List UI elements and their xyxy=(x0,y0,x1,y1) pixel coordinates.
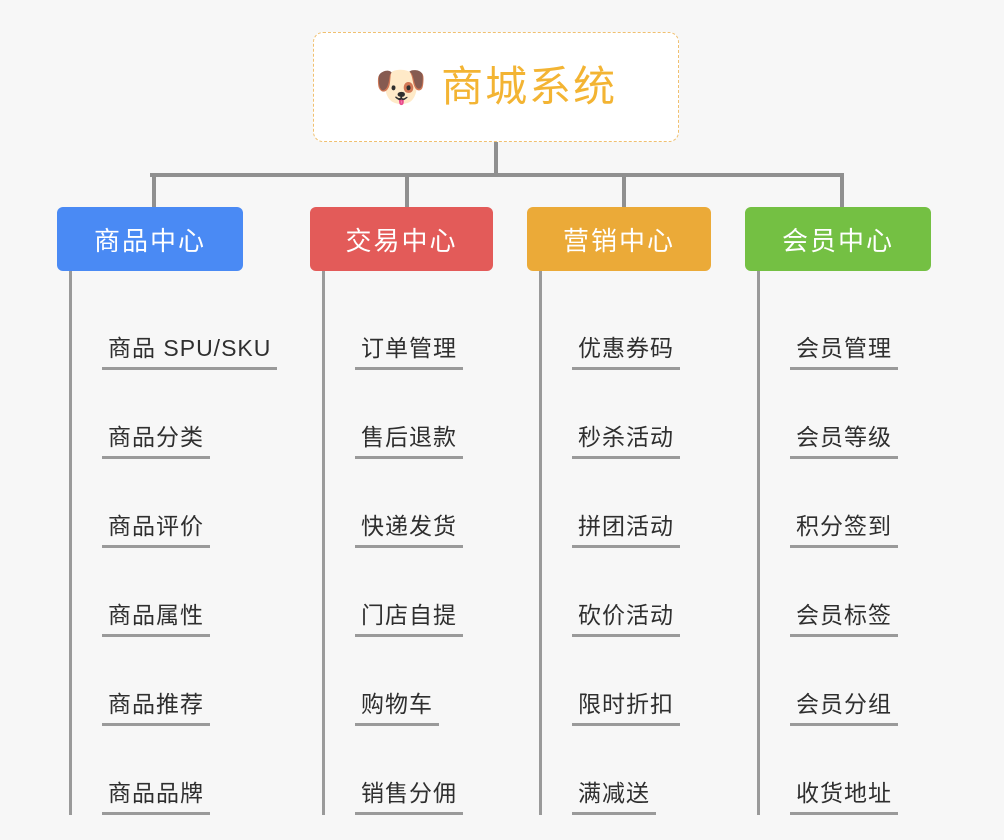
list-item[interactable]: 会员分组 xyxy=(760,637,931,726)
leaf-label: 商品品牌 xyxy=(102,780,210,815)
list-item[interactable]: 积分签到 xyxy=(760,459,931,548)
leaf-label: 商品分类 xyxy=(102,424,210,459)
connector-drop-4 xyxy=(840,173,844,209)
list-item[interactable]: 商品属性 xyxy=(72,548,243,637)
list-item[interactable]: 商品分类 xyxy=(72,370,243,459)
leaf-label: 快递发货 xyxy=(355,513,463,548)
category-header-trade-center[interactable]: 交易中心 xyxy=(310,207,493,271)
root-title: 商城系统 xyxy=(441,63,618,110)
branch-column-marketing-center: 营销中心 优惠券码 秒杀活动 拼团活动 砍价活动 限时折扣 满减送 xyxy=(527,207,711,815)
leaf-label: 销售分佣 xyxy=(355,780,463,815)
list-item[interactable]: 商品评价 xyxy=(72,459,243,548)
leaf-label: 限时折扣 xyxy=(572,691,680,726)
leaf-label: 售后退款 xyxy=(355,424,463,459)
list-item[interactable]: 限时折扣 xyxy=(542,637,711,726)
list-item[interactable]: 商品推荐 xyxy=(72,637,243,726)
leaf-label: 拼团活动 xyxy=(572,513,680,548)
leaf-label: 砍价活动 xyxy=(572,602,680,637)
category-header-marketing-center[interactable]: 营销中心 xyxy=(527,207,711,271)
list-item[interactable]: 砍价活动 xyxy=(542,548,711,637)
category-header-member-center[interactable]: 会员中心 xyxy=(745,207,931,271)
branch-column-product-center: 商品中心 商品 SPU/SKU 商品分类 商品评价 商品属性 商品推荐 商品品牌 xyxy=(57,207,278,815)
list-item[interactable]: 拼团活动 xyxy=(542,459,711,548)
leaf-label: 商品推荐 xyxy=(102,691,210,726)
list-item[interactable]: 快递发货 xyxy=(325,459,493,548)
branch-column-member-center: 会员中心 会员管理 会员等级 积分签到 会员标签 会员分组 收货地址 xyxy=(745,207,931,815)
list-item[interactable]: 会员标签 xyxy=(760,548,931,637)
leaf-list-trade-center: 订单管理 售后退款 快递发货 门店自提 购物车 销售分佣 xyxy=(322,271,493,815)
leaf-label: 收货地址 xyxy=(790,780,898,815)
leaf-label: 会员管理 xyxy=(790,335,898,370)
leaf-label: 会员分组 xyxy=(790,691,898,726)
leaf-label: 会员标签 xyxy=(790,602,898,637)
connector-drop-1 xyxy=(152,173,156,209)
leaf-label: 门店自提 xyxy=(355,602,463,637)
connector-root-stem xyxy=(494,142,498,176)
leaf-label: 商品评价 xyxy=(102,513,210,548)
connector-drop-3 xyxy=(622,173,626,209)
dog-face-icon: 🐶 xyxy=(374,63,428,110)
list-item[interactable]: 商品 SPU/SKU xyxy=(72,281,278,370)
list-item[interactable]: 订单管理 xyxy=(325,281,493,370)
branch-column-trade-center: 交易中心 订单管理 售后退款 快递发货 门店自提 购物车 销售分佣 xyxy=(310,207,493,815)
leaf-label: 商品属性 xyxy=(102,602,210,637)
leaf-label: 购物车 xyxy=(355,691,439,726)
leaf-label: 满减送 xyxy=(572,780,656,815)
list-item[interactable]: 收货地址 xyxy=(760,726,931,815)
leaf-label: 秒杀活动 xyxy=(572,424,680,459)
category-title: 营销中心 xyxy=(562,225,675,256)
list-item[interactable]: 门店自提 xyxy=(325,548,493,637)
connector-drop-2 xyxy=(405,173,409,209)
list-item[interactable]: 优惠券码 xyxy=(542,281,711,370)
leaf-label: 订单管理 xyxy=(355,335,463,370)
leaf-list-marketing-center: 优惠券码 秒杀活动 拼团活动 砍价活动 限时折扣 满减送 xyxy=(539,271,711,815)
leaf-label: 商品 SPU/SKU xyxy=(102,335,278,370)
list-item[interactable]: 会员管理 xyxy=(760,281,931,370)
connector-horizontal-bus xyxy=(150,173,840,177)
category-title: 交易中心 xyxy=(345,225,458,256)
list-item[interactable]: 商品品牌 xyxy=(72,726,243,815)
list-item[interactable]: 秒杀活动 xyxy=(542,370,711,459)
leaf-label: 积分签到 xyxy=(790,513,898,548)
leaf-label: 优惠券码 xyxy=(572,335,680,370)
list-item[interactable]: 售后退款 xyxy=(325,370,493,459)
category-header-product-center[interactable]: 商品中心 xyxy=(57,207,243,271)
list-item[interactable]: 购物车 xyxy=(325,637,493,726)
list-item[interactable]: 销售分佣 xyxy=(325,726,493,815)
list-item[interactable]: 会员等级 xyxy=(760,370,931,459)
leaf-label: 会员等级 xyxy=(790,424,898,459)
leaf-list-member-center: 会员管理 会员等级 积分签到 会员标签 会员分组 收货地址 xyxy=(757,271,931,815)
category-title: 商品中心 xyxy=(93,225,206,256)
leaf-list-product-center: 商品 SPU/SKU 商品分类 商品评价 商品属性 商品推荐 商品品牌 xyxy=(69,271,278,815)
list-item[interactable]: 满减送 xyxy=(542,726,711,815)
category-title: 会员中心 xyxy=(781,225,894,256)
root-node[interactable]: 🐶 商城系统 xyxy=(313,32,679,142)
